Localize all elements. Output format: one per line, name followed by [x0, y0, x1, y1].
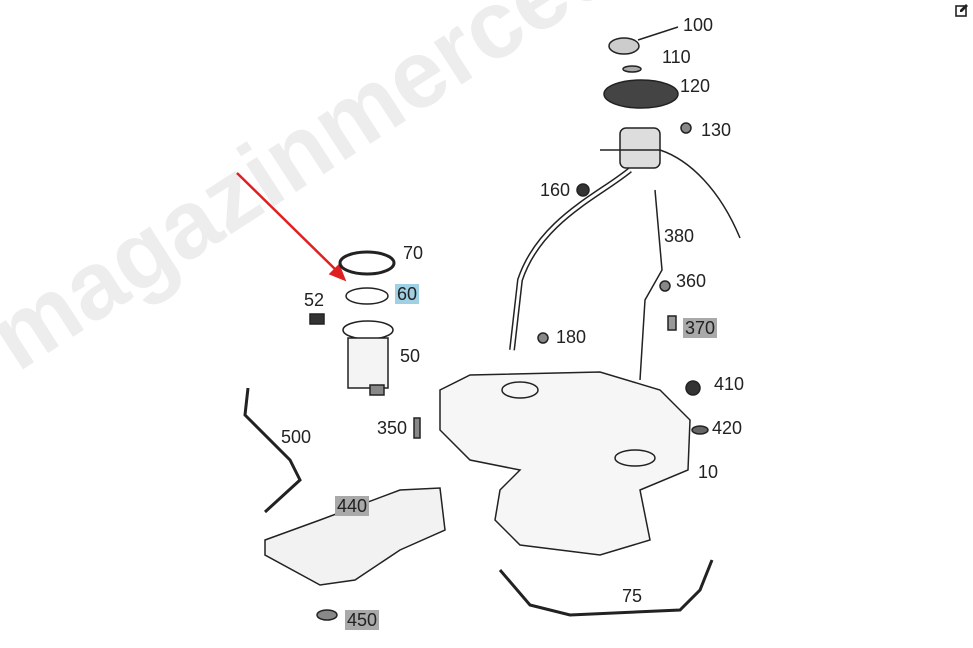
seal-ring-part [345, 287, 389, 305]
callout-370[interactable]: 370 [683, 318, 718, 338]
callout-75[interactable]: 75 [622, 586, 643, 606]
fuel-tank-part [439, 371, 691, 556]
lock-ring-part [338, 250, 396, 276]
callout-70[interactable]: 70 [403, 243, 424, 263]
callout-120[interactable]: 120 [680, 76, 711, 96]
callout-10[interactable]: 10 [698, 462, 719, 482]
callout-360[interactable]: 360 [676, 271, 707, 291]
fuel-line-part [243, 387, 302, 514]
callout-52[interactable]: 52 [304, 290, 325, 310]
callout-450[interactable]: 450 [345, 610, 380, 630]
filler-neck-part [509, 122, 741, 381]
red-pointer-arrow [236, 172, 347, 282]
callout-380[interactable]: 380 [664, 226, 695, 246]
callout-130[interactable]: 130 [701, 120, 732, 140]
callout-420[interactable]: 420 [712, 418, 743, 438]
callout-440[interactable]: 440 [335, 496, 370, 516]
callout-160[interactable]: 160 [540, 180, 571, 200]
callout-50[interactable]: 50 [400, 346, 421, 366]
callout-110[interactable]: 110 [662, 47, 691, 67]
filler-cap-part [603, 26, 679, 109]
callout-500[interactable]: 500 [281, 427, 312, 447]
callout-60[interactable]: 60 [395, 284, 420, 304]
callout-350[interactable]: 350 [377, 418, 408, 438]
edit-icon[interactable] [955, 3, 969, 17]
callout-180[interactable]: 180 [556, 327, 587, 347]
callout-100[interactable]: 100 [683, 15, 714, 35]
fuel-pump-part [309, 313, 394, 396]
callout-410[interactable]: 410 [714, 374, 745, 394]
tank-strap-part [498, 559, 714, 617]
